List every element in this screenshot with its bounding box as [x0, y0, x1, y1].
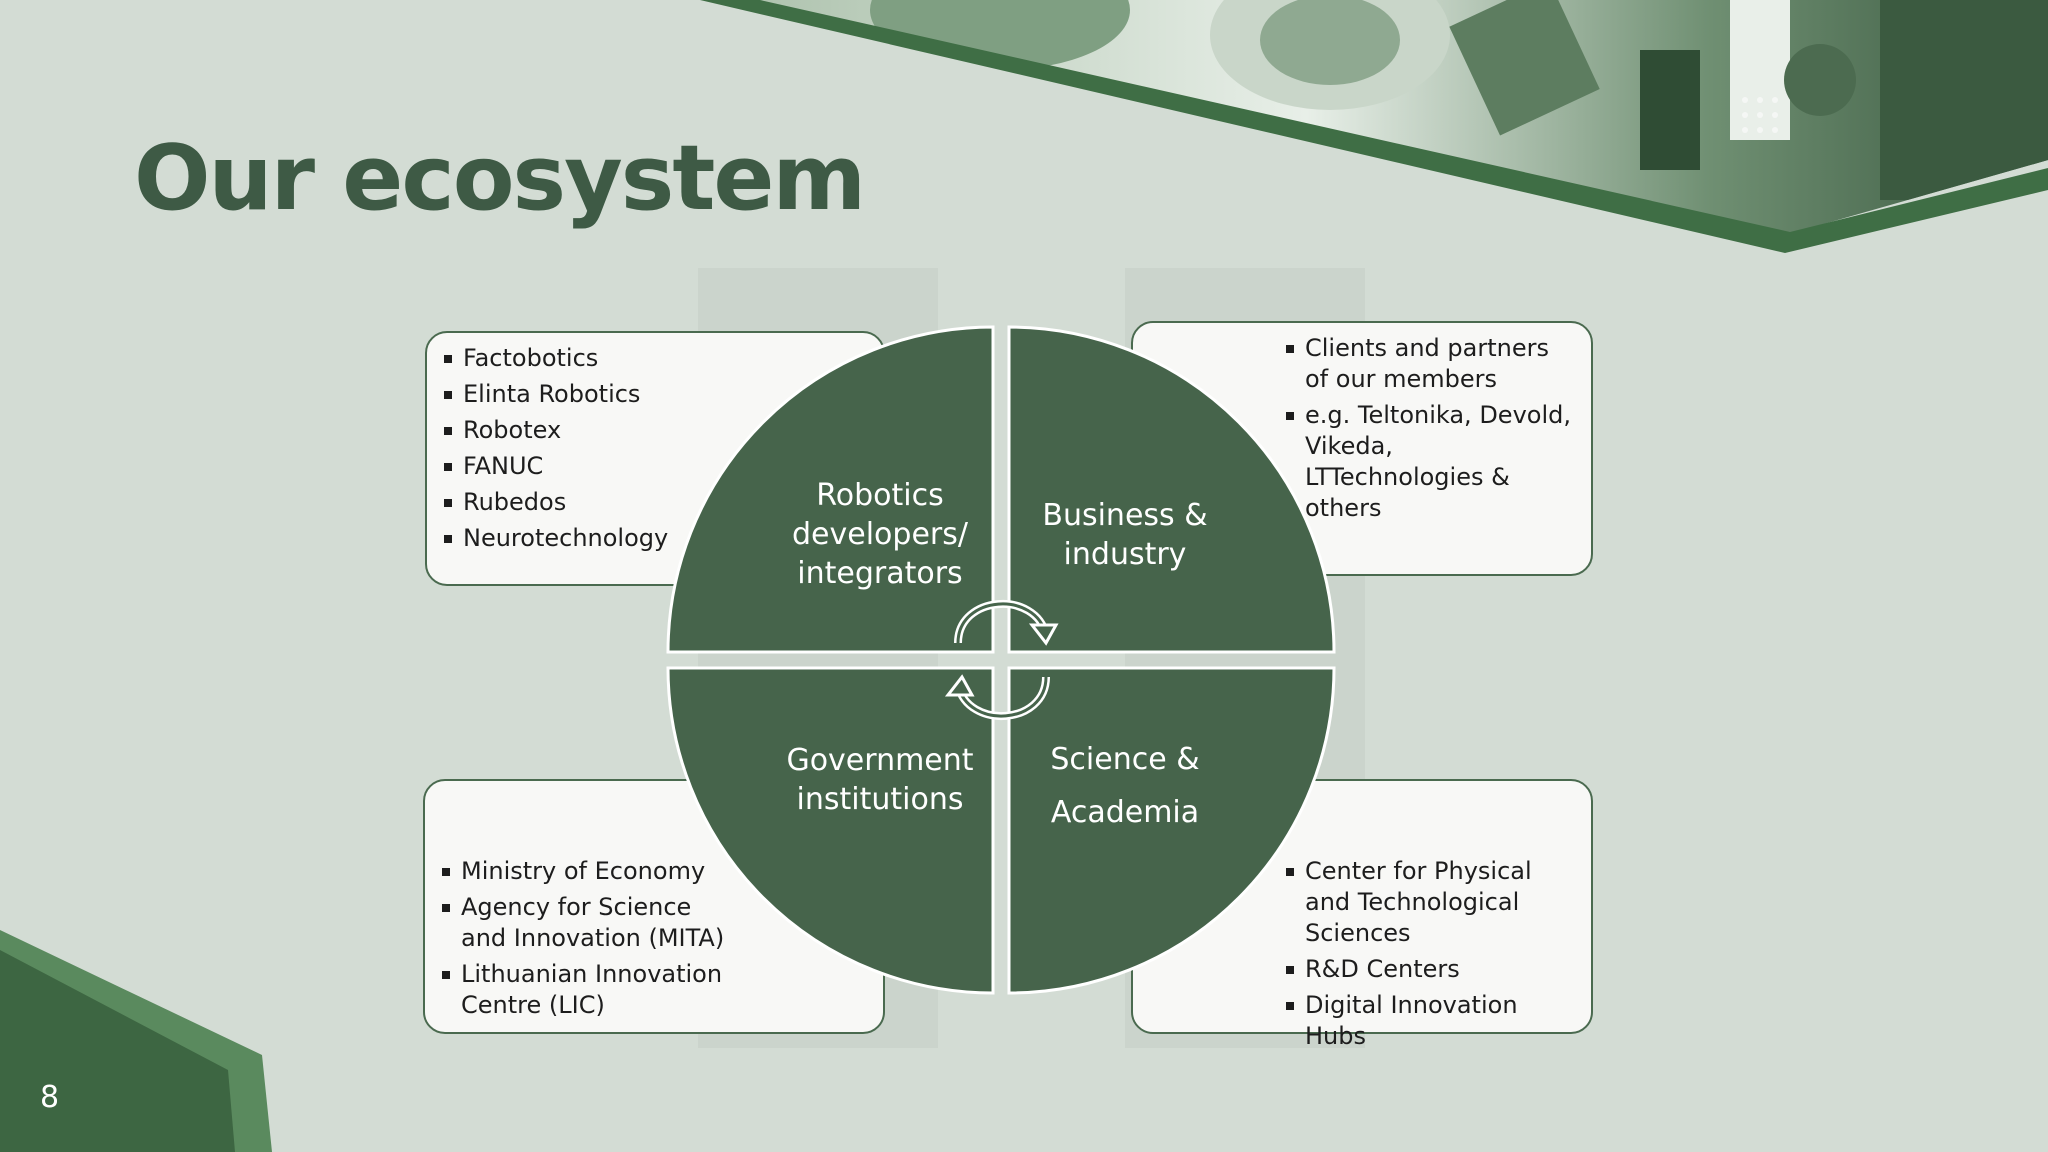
quadrant-robotics-developers: [666, 325, 995, 654]
page-number: 8: [40, 1080, 60, 1115]
list-item: Lithuanian Innovation Centre (LIC): [439, 959, 739, 1021]
page-title: Our ecosystem: [134, 126, 866, 231]
quadrant-label-science: Science & Academia: [1050, 742, 1200, 830]
corner-decoration: [0, 930, 272, 1152]
quadrant-science-academia: [1007, 666, 1336, 995]
list-item: Digital Innovation Hubs: [1283, 990, 1583, 1052]
list-item: Center for Physical and Technological Sc…: [1283, 856, 1583, 949]
list-item: R&D Centers: [1283, 954, 1583, 985]
quadrant-business-industry: [1007, 325, 1336, 654]
ecosystem-cycle-diagram: [666, 325, 1336, 995]
quadrant-label-government: Government institutions: [786, 743, 974, 817]
header-photo-banner: [700, 0, 2048, 253]
list-item: Clients and partners of our members: [1283, 333, 1578, 395]
cycle-arrows-icon: [944, 600, 1059, 720]
science-academia-list: Center for Physical and Technological Sc…: [1283, 856, 1583, 1057]
list-item: Ministry of Economy: [439, 856, 739, 887]
government-institutions-list: Ministry of Economy Agency for Science a…: [439, 856, 739, 1026]
banner-green-stripe: [700, 0, 2048, 253]
quadrant-label-robotics: Robotics developers/ integrators: [792, 478, 968, 591]
list-item: Factobotics: [441, 343, 668, 374]
list-item: Elinta Robotics: [441, 379, 668, 410]
business-partners-list: Clients and partners of our members e.g.…: [1283, 333, 1578, 529]
list-item: Agency for Science and Innovation (MITA): [439, 892, 739, 954]
list-item: FANUC: [441, 451, 668, 482]
list-item: Rubedos: [441, 487, 668, 518]
list-item: Neurotechnology: [441, 523, 668, 554]
quadrant-government-institutions: [666, 666, 995, 995]
robotics-companies-list: Factobotics Elinta Robotics Robotex FANU…: [441, 343, 668, 559]
list-item: Robotex: [441, 415, 668, 446]
list-item: e.g. Teltonika, Devold, Vikeda, LTTechno…: [1283, 400, 1578, 524]
quadrant-label-business: Business & industry: [1042, 498, 1208, 572]
